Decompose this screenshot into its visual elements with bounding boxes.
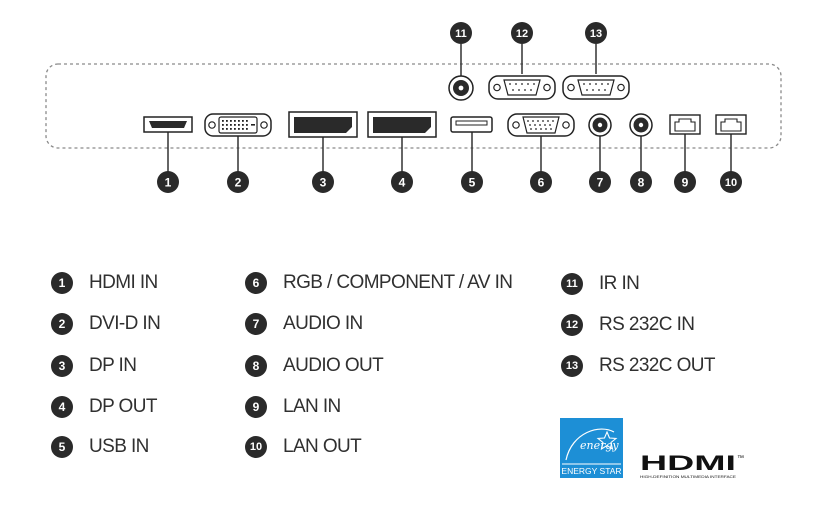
hdmi-trademark: ™ [737,455,744,462]
callout-11: 11 [450,22,472,44]
legend-item: 3 DP IN [51,352,137,380]
legend-item: 8 AUDIO OUT [245,352,384,380]
svg-text:5: 5 [469,176,476,190]
legend-label: LAN OUT [283,436,362,457]
legend-item: 6 RGB / COMPONENT / AV IN [245,269,513,297]
legend-number: 13 [561,355,583,377]
legend-number: 1 [51,272,73,294]
svg-text:12: 12 [516,28,528,40]
legend-label: DP OUT [89,396,157,417]
legend-number: 5 [51,436,73,458]
legend-label: RS 232C OUT [599,355,715,376]
callout-1: 1 [157,171,179,193]
callout-12: 12 [511,22,533,44]
callout-4: 4 [391,171,413,193]
callout-9: 9 [674,171,696,193]
legend-number: 8 [245,355,267,377]
legend-label: DVI-D IN [89,313,161,334]
callout-2: 2 [227,171,249,193]
legend-label: HDMI IN [89,272,158,293]
energy-star-script: energy [580,439,619,452]
callout-13: 13 [585,22,607,44]
legend-item: 10 LAN OUT [245,433,362,461]
legend-label: IR IN [599,273,640,294]
legend-number: 12 [561,314,583,336]
svg-text:13: 13 [590,28,602,40]
hdmi-tagline: HIGH-DEFINITION MULTIMEDIA INTERFACE [640,475,737,479]
legend-item: 2 DVI-D IN [51,310,161,338]
rgb-port [507,113,575,137]
legend-number: 6 [245,272,267,294]
hdmi-port [143,116,193,133]
legend-item: 4 DP OUT [51,393,157,421]
callout-3: 3 [312,171,334,193]
rs232c-out-port [562,75,630,100]
svg-text:8: 8 [638,176,645,190]
ir-in-jack [448,75,474,101]
panel-outline [45,63,782,149]
svg-text:9: 9 [682,176,689,190]
legend-number: 11 [561,273,583,295]
lan-in-port [669,114,701,135]
legend-item: 5 USB IN [51,433,149,461]
svg-text:1: 1 [165,176,172,190]
audio-out-jack [629,113,653,137]
leader-lines [167,44,732,172]
legend-label: LAN IN [283,396,341,417]
legend-item: 7 AUDIO IN [245,310,363,338]
legend-number: 9 [245,396,267,418]
hdmi-wordmark: HDMI [640,452,736,475]
legend-item: 12 RS 232C IN [561,311,695,339]
svg-text:7: 7 [597,176,604,190]
callout-6: 6 [530,171,552,193]
rs232c-in-port [488,75,556,100]
legend-label: RGB / COMPONENT / AV IN [283,272,513,293]
svg-text:4: 4 [399,176,406,190]
legend-label: DP IN [89,355,137,376]
legend-number: 2 [51,313,73,335]
callout-5: 5 [461,171,483,193]
legend-number: 3 [51,355,73,377]
audio-in-jack [588,113,612,137]
lan-out-port [715,114,747,135]
dp-out-port [367,111,437,138]
legend-item: 9 LAN IN [245,393,341,421]
callout-8: 8 [630,171,652,193]
energy-star-text: ENERGY STAR [561,466,621,476]
legend-label: AUDIO IN [283,313,363,334]
legend-item: 1 HDMI IN [51,269,158,297]
legend-label: USB IN [89,436,149,457]
hdmi-logo: HDMI ™ HIGH-DEFINITION MULTIMEDIA INTERF… [640,452,744,479]
callout-7: 7 [589,171,611,193]
legend-label: AUDIO OUT [283,355,384,376]
legend-number: 10 [245,436,267,458]
dp-in-port [288,111,358,138]
legend-number: 4 [51,396,73,418]
dvi-port [204,113,272,137]
legend-item: 11 IR IN [561,270,640,298]
callout-10: 10 [720,171,742,193]
energy-star-logo: energy ENERGY STAR [560,418,623,478]
callout-badges: 1 2 3 4 5 6 7 8 9 10 11 12 13 [157,22,742,193]
svg-text:6: 6 [538,176,545,190]
legend-label: RS 232C IN [599,314,695,335]
svg-text:11: 11 [455,28,467,40]
usb-port [450,116,493,133]
legend-item: 13 RS 232C OUT [561,352,715,380]
svg-text:10: 10 [725,177,737,189]
legend-number: 7 [245,313,267,335]
svg-text:2: 2 [235,176,242,190]
svg-text:3: 3 [320,176,327,190]
